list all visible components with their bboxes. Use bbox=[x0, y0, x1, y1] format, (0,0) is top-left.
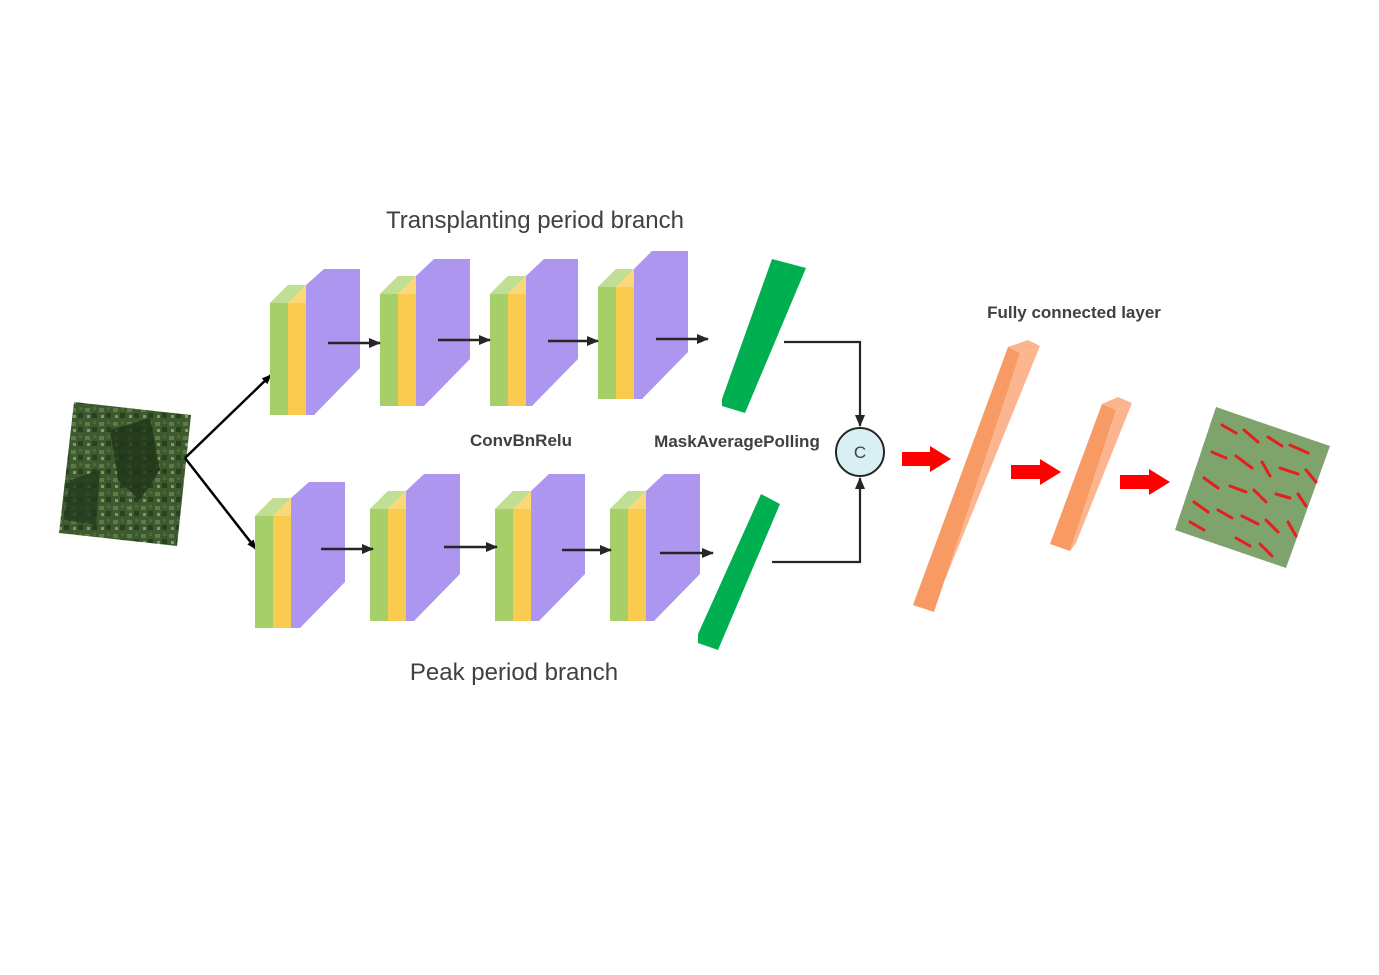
bottom-branch-title: Peak period branch bbox=[410, 659, 618, 686]
input-to-bottom-arrow bbox=[184, 457, 257, 550]
pooling-label: MaskAveragePolling bbox=[654, 432, 820, 451]
input-to-top-arrow bbox=[184, 374, 272, 459]
bottom-to-concat-connector bbox=[772, 477, 865, 564]
fc-layer-2 bbox=[1050, 397, 1132, 551]
top-conv-block-3 bbox=[490, 259, 578, 406]
bottom-pooling-layer bbox=[698, 494, 780, 650]
top-branch-title: Transplanting period branch bbox=[386, 207, 684, 234]
red-arrow-2 bbox=[1011, 459, 1061, 485]
top-conv-block-4 bbox=[598, 251, 688, 399]
top-conv-block-2 bbox=[380, 259, 470, 406]
concat-node bbox=[835, 427, 885, 477]
bottom-conv-block-3 bbox=[495, 474, 585, 621]
top-pooling-layer bbox=[722, 259, 806, 413]
fc-layer-1 bbox=[913, 340, 1040, 612]
top-to-concat-connector bbox=[784, 340, 865, 427]
red-arrow-1 bbox=[902, 446, 951, 472]
bottom-conv-block-4 bbox=[610, 474, 700, 621]
bottom-conv-block-1 bbox=[255, 482, 345, 628]
concat-node-label: C bbox=[854, 443, 866, 462]
conv-block-label: ConvBnRelu bbox=[470, 431, 572, 450]
bottom-conv-block-2 bbox=[370, 474, 460, 621]
red-arrow-3 bbox=[1120, 469, 1170, 495]
output-mask-image bbox=[1175, 407, 1330, 568]
input-satellite-image bbox=[59, 402, 191, 546]
fc-label: Fully connected layer bbox=[987, 303, 1161, 322]
